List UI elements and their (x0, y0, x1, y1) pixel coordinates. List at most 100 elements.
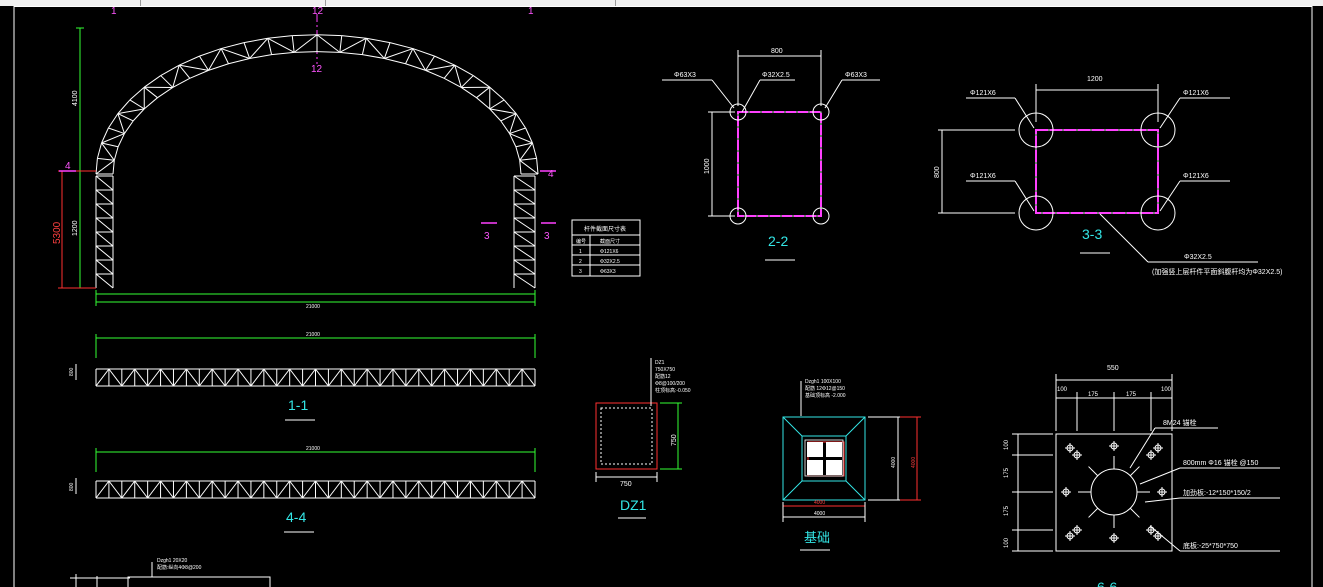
column-diagonal (95, 273, 114, 289)
table-cell: 3 (579, 269, 582, 275)
truss-diagonal (289, 480, 303, 499)
truss-diagonal (366, 480, 381, 499)
dz1-note: DZ1 (655, 360, 665, 366)
found-width: 4000 (814, 511, 825, 517)
column-diagonal (95, 203, 114, 219)
truss-diagonal (470, 480, 484, 499)
truss-diagonal (160, 480, 174, 499)
arch-diagonal (293, 34, 318, 53)
table-cell: Φ32X2.5 (600, 259, 620, 265)
arch-bottom-chord (339, 51, 363, 56)
section-mark-3-right: 3 (544, 231, 550, 242)
truss-diagonal (185, 480, 200, 499)
truss-diagonal (328, 480, 342, 499)
column-diagonal (513, 259, 536, 275)
truss-diagonal (224, 368, 239, 387)
truss-diagonal (495, 480, 510, 499)
plate-vdim: 175 (1004, 467, 1010, 478)
arch-bottom-chord (172, 77, 191, 88)
sec33-note2: (加强竖上层杆件平面斜腹杆均为Φ32X2.5) (1152, 267, 1282, 276)
truss-diagonal (211, 368, 226, 387)
plate-rib-note: 加劲板:-12*150*150/2 (1183, 488, 1251, 497)
arch-diagonal (339, 37, 367, 53)
elev11-title: 1-1 (288, 397, 308, 413)
arch-bottom-chord (425, 69, 445, 79)
dz1-note: 柱顶标高:-0.050 (655, 387, 691, 394)
truss-diagonal (263, 368, 278, 387)
dz1-note: 750X750 (655, 367, 675, 373)
column-dz1-drawing (595, 358, 682, 519)
truss-diagonal (250, 368, 265, 387)
window-title-strip (0, 0, 1323, 6)
arch-vertical-member (515, 142, 533, 148)
sec33-title: 3-3 (1082, 226, 1102, 242)
arch-diagonal (220, 48, 250, 59)
found-note: Dzgh1 100X100 (805, 379, 841, 385)
arch-vertical-member (117, 113, 134, 122)
arch-vertical-member (160, 75, 174, 88)
arch-top-chord (129, 86, 145, 101)
stiffener-rib (1129, 507, 1140, 518)
arch-diagonal (412, 48, 426, 71)
arch-top-chord (179, 55, 200, 66)
truss-diagonal (121, 368, 136, 387)
truss-diagonal (457, 480, 471, 499)
truss-diagonal (108, 480, 123, 499)
dz1-title: DZ1 (620, 497, 647, 513)
arch-top-chord (107, 113, 119, 129)
arch-top-chord (366, 37, 391, 44)
arch-vertical-member (500, 113, 517, 122)
column-diagonal (95, 217, 114, 233)
arch-vertical-member (108, 127, 125, 135)
sec33-label: Φ121X6 (970, 173, 996, 180)
arch-bottom-chord (443, 77, 462, 88)
truss-diagonal (237, 480, 252, 499)
truss-diagonal (444, 480, 458, 499)
arch-bottom-chord (405, 63, 426, 71)
bottom-note: 配筋:纵向4Φ8@200 (157, 564, 202, 571)
arch-vertical-member (361, 38, 367, 55)
arch-top-chord (292, 34, 318, 37)
column-diagonal (95, 189, 114, 205)
arch-bottom-chord (294, 51, 318, 53)
arch-vertical-member (291, 35, 295, 53)
truss-diagonal (198, 368, 213, 387)
truss-diagonal (470, 368, 484, 387)
plate-dim: 100 (1161, 387, 1172, 393)
sec22-label: Φ32X2.5 (762, 72, 790, 79)
arch-vertical-member (460, 75, 474, 88)
truss-diagonal (340, 480, 355, 499)
stiffener-rib (1088, 466, 1099, 477)
arch-top-chord (472, 75, 491, 88)
truss-diagonal (198, 480, 213, 499)
plate-base-note: 底板:-25*750*750 (1183, 541, 1238, 550)
arch-vertical-member (476, 86, 491, 99)
arch-diagonal (384, 48, 414, 59)
section-size-table (571, 219, 641, 277)
table-cell: 2 (579, 259, 582, 265)
stiffener-rib (1129, 466, 1140, 477)
truss-diagonal (302, 368, 316, 387)
arch-vertical-member (97, 157, 115, 161)
truss-diagonal (121, 480, 136, 499)
dz1-note: 配筋12 (655, 373, 671, 380)
arch-dimensions (58, 27, 536, 306)
arch-diagonal (117, 113, 125, 134)
truss-diagonal (302, 480, 316, 499)
plate-dim: 175 (1088, 392, 1099, 398)
arch-diagonal (489, 108, 517, 115)
arch-top-chord (503, 99, 517, 114)
truss-diagonal (392, 368, 407, 387)
arch-top-chord (316, 34, 342, 37)
arch-bottom-chord (271, 51, 295, 56)
plate-title: 6-6 (1097, 579, 1117, 587)
arch-top-chord (267, 35, 293, 39)
section-3-3-drawing (938, 84, 1258, 263)
truss-diagonal (95, 480, 110, 499)
table-title: 杆件截面尺寸表 (584, 225, 626, 233)
truss-diagonal (263, 480, 278, 499)
cad-drawing-canvas[interactable]: 1 12 1 12 4100 5300 1200 21000 4 4 3 3 (0, 6, 1323, 587)
truss-diagonal (521, 368, 536, 387)
plate-dim: 100 (1057, 387, 1068, 393)
arch-top-chord (434, 55, 455, 66)
